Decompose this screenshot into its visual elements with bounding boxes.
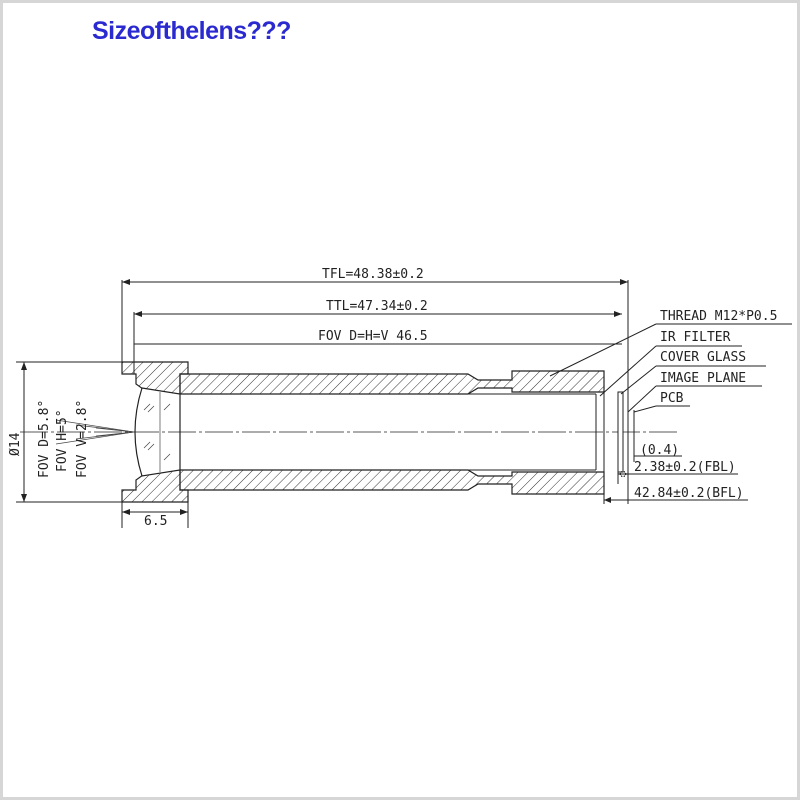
bfl-label: 42.84±0.2(BFL) bbox=[634, 486, 744, 501]
image-plane-leader bbox=[627, 385, 657, 413]
barrel-wall-top bbox=[179, 370, 605, 395]
front-ring-bottom bbox=[121, 469, 189, 503]
cover-glass-callout: COVER GLASS bbox=[660, 350, 746, 365]
fbl-label: 2.38±0.2(FBL) bbox=[634, 460, 736, 475]
cover-glass-leader bbox=[620, 365, 657, 395]
fov-d-label: FOV D=5.8° bbox=[37, 400, 52, 478]
thread-callout: THREAD M12*P0.5 bbox=[660, 309, 777, 324]
ir-filter-plate bbox=[617, 391, 624, 473]
gap-label: (0.4) bbox=[640, 443, 679, 458]
ttl-label: TTL=47.34±0.2 bbox=[326, 299, 428, 314]
diameter-label: Ø14 bbox=[8, 432, 23, 456]
page-title: Sizeofthelens??? bbox=[92, 17, 291, 45]
fov-rays bbox=[55, 419, 135, 445]
ir-filter-leader bbox=[599, 345, 657, 397]
front-ring-top bbox=[121, 361, 189, 395]
bfl-arrow bbox=[604, 497, 611, 503]
image-plane-callout: IMAGE PLANE bbox=[660, 371, 746, 386]
fbl-arrows bbox=[618, 471, 628, 477]
front-dim-arrows bbox=[122, 509, 188, 515]
thread-leader bbox=[549, 323, 657, 377]
fov-h-label: FOV H=5° bbox=[55, 409, 70, 472]
fov-top-label: FOV D=H=V 46.5 bbox=[318, 329, 428, 344]
glass-marks bbox=[143, 403, 171, 461]
tfl-label: TFL=48.38±0.2 bbox=[322, 267, 424, 282]
barrel-wall-bottom bbox=[179, 469, 605, 495]
fov-v-label: FOV V=2.8° bbox=[75, 400, 90, 478]
pcb-leader bbox=[633, 405, 657, 413]
pcb-callout: PCB bbox=[660, 391, 684, 406]
front-length-label: 6.5 bbox=[144, 514, 167, 529]
ir-filter-callout: IR FILTER bbox=[660, 330, 731, 345]
